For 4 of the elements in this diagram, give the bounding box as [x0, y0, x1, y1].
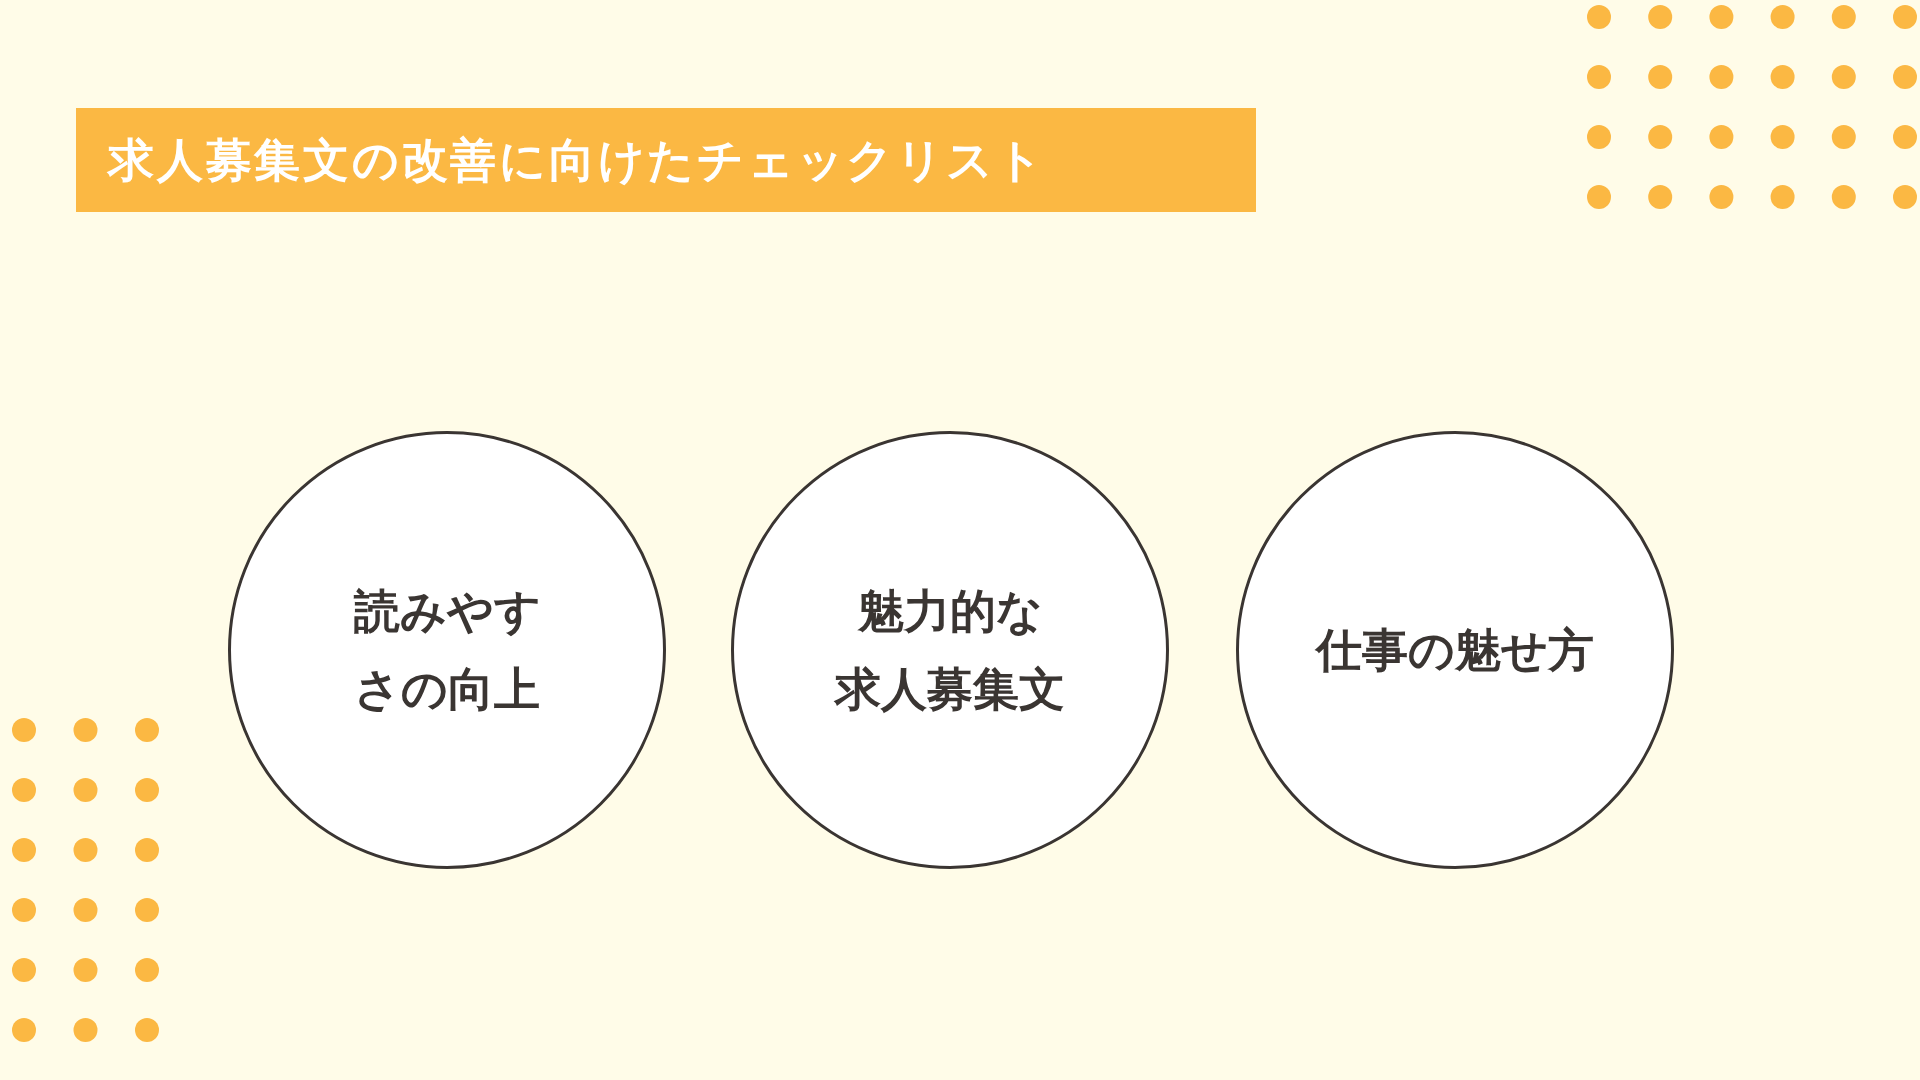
- title: 求人募集文の改善に向けたチェックリスト: [108, 137, 1046, 183]
- node-text: 魅力的な求人募集文: [833, 582, 1066, 718]
- node-text: 仕事の魅せ方: [1316, 621, 1594, 679]
- node-text: 読みやすさの向上: [352, 582, 542, 718]
